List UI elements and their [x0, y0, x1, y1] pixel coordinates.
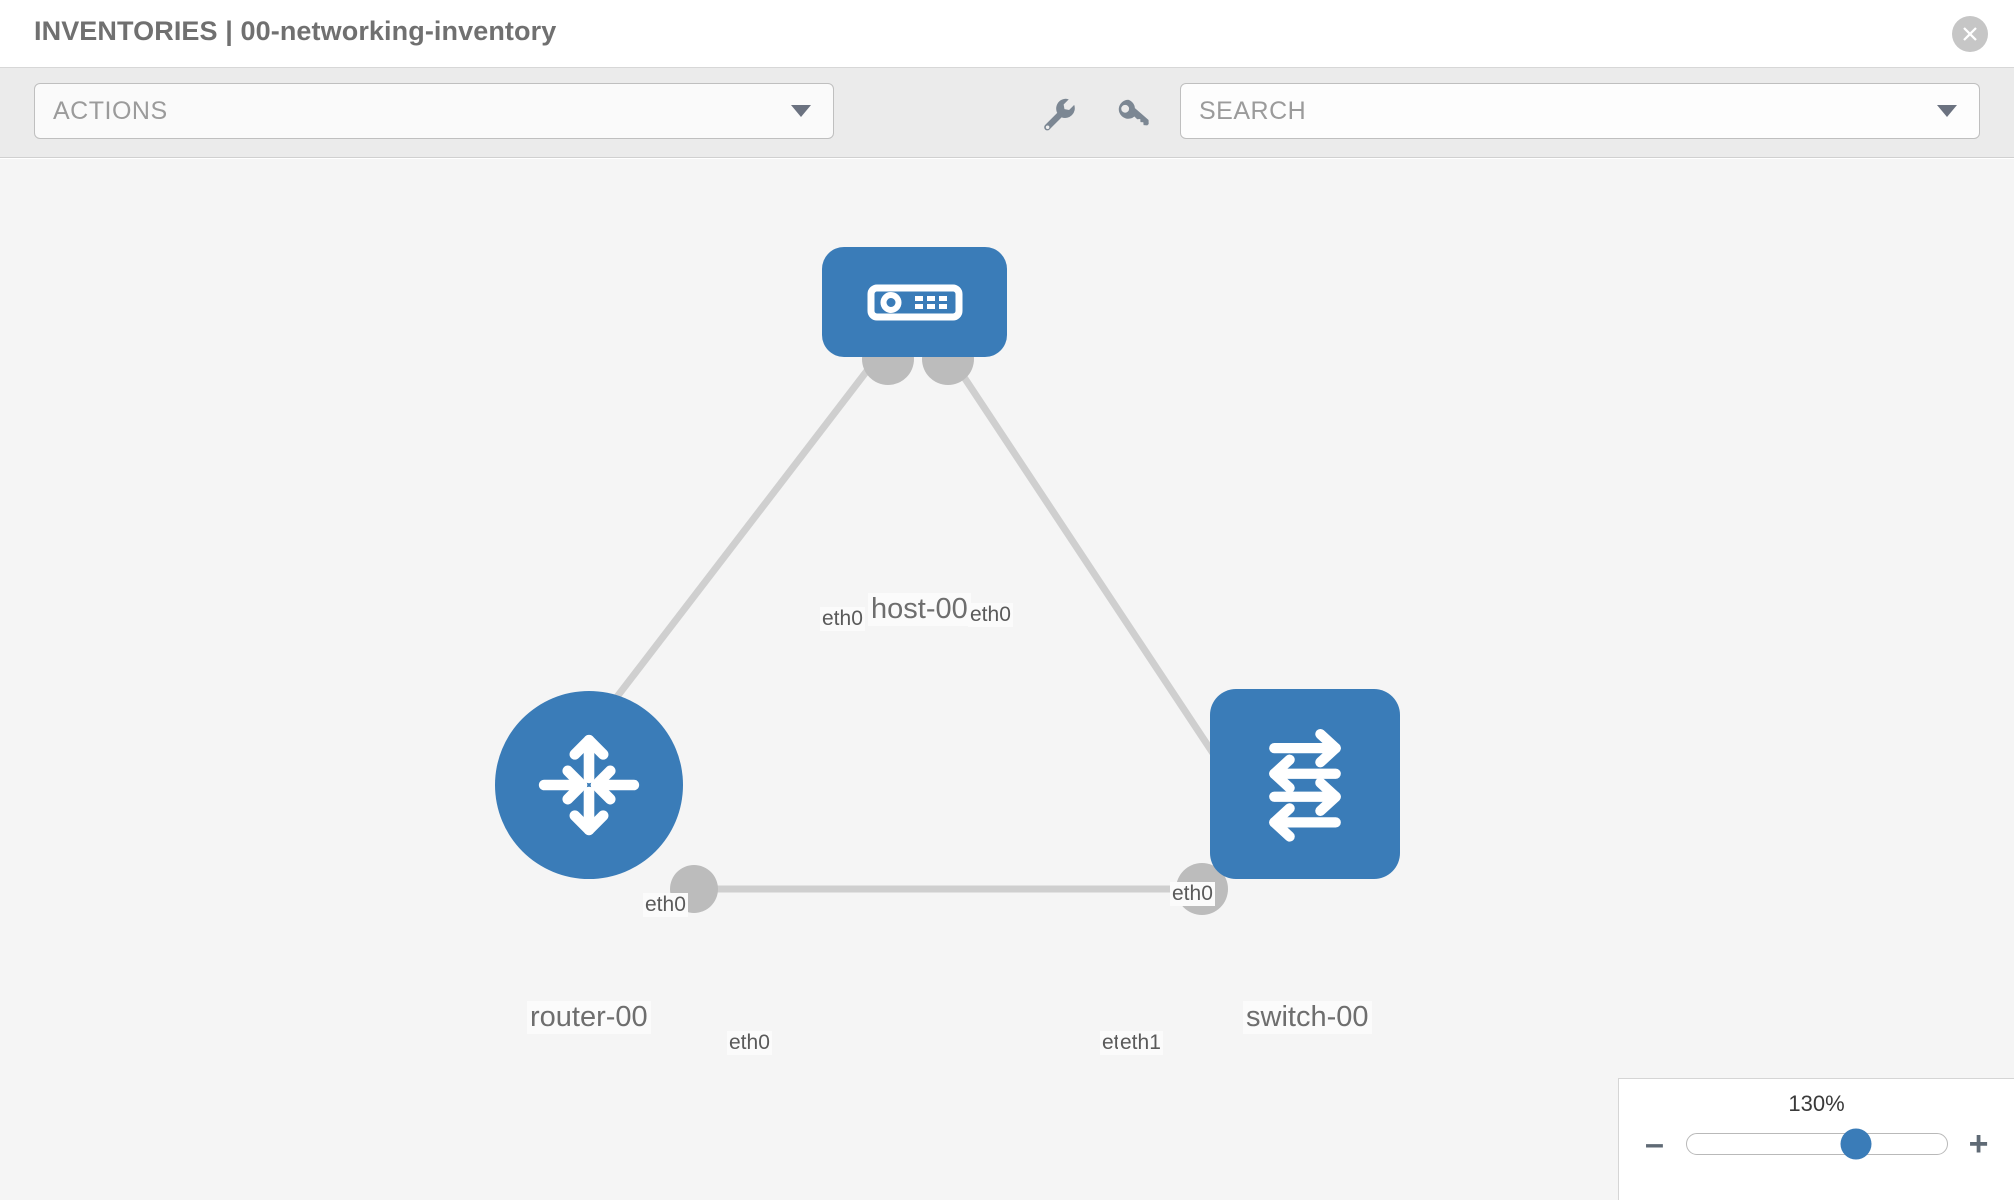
toolbar-icon-group [1040, 95, 1152, 138]
server-host-icon [867, 284, 962, 321]
zoom-slider-row: – + [1619, 1127, 2014, 1161]
switch-arrows-icon [1269, 728, 1341, 842]
zoom-out-button[interactable]: – [1645, 1125, 1664, 1163]
topology-canvas[interactable]: host-00 router-00 [0, 159, 2014, 1200]
zoom-in-button[interactable]: + [1968, 1125, 1989, 1163]
node-router-00[interactable] [495, 691, 683, 879]
chevron-down-icon[interactable] [1937, 105, 1957, 117]
router-node-shape[interactable] [495, 691, 683, 879]
key-icon[interactable] [1114, 95, 1152, 138]
router-arrows-icon [538, 734, 640, 836]
page-title: INVENTORIES | 00-networking-inventory [34, 16, 557, 46]
zoom-level-value: 130% [1788, 1091, 1845, 1116]
topology-links-layer [597, 333, 1262, 915]
host-node-shape[interactable] [822, 247, 1007, 357]
close-icon[interactable] [1952, 16, 1988, 52]
link-host-router[interactable] [597, 356, 879, 722]
actions-dropdown-label: ACTIONS [53, 96, 168, 125]
search-placeholder: SEARCH [1199, 96, 1307, 125]
chevron-down-icon [791, 105, 811, 117]
zoom-control-panel: 130% – + [1618, 1078, 2014, 1200]
actions-dropdown[interactable]: ACTIONS [34, 83, 834, 139]
zoom-slider[interactable] [1685, 1128, 1948, 1160]
wrench-icon[interactable] [1040, 95, 1078, 138]
zoom-slider-thumb[interactable] [1840, 1128, 1871, 1160]
node-switch-00[interactable] [1210, 689, 1400, 879]
page-header: INVENTORIES | 00-networking-inventory [0, 0, 2014, 68]
search-input[interactable]: SEARCH [1180, 83, 1980, 139]
switch-node-shape[interactable] [1210, 689, 1400, 879]
node-host-00[interactable] [822, 247, 1007, 357]
link-host-switch[interactable] [949, 357, 1241, 793]
